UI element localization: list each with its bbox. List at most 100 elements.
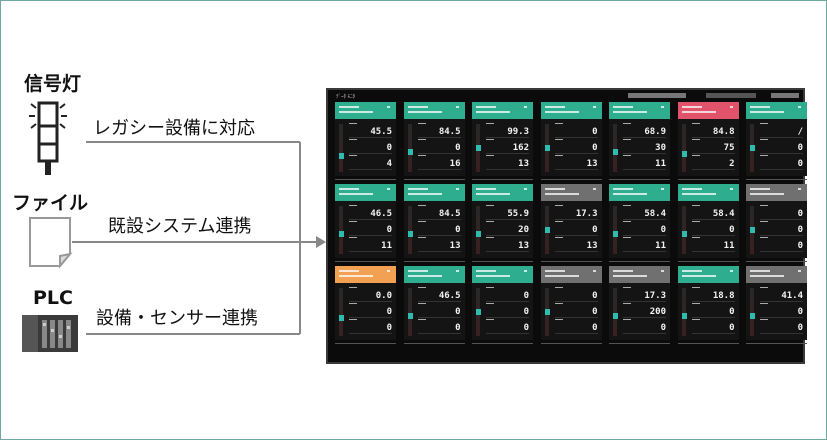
card-subtitle-line xyxy=(750,275,784,277)
card-row-divider xyxy=(349,137,392,138)
card-row-label-mark xyxy=(554,139,563,140)
card-level-track xyxy=(339,124,343,172)
card-level-marker xyxy=(544,227,550,233)
card-level-track xyxy=(613,206,617,254)
signal-tower-icon xyxy=(29,101,67,175)
card-close-icon xyxy=(798,188,801,190)
card-row-label-mark xyxy=(486,237,494,238)
card-level-marker xyxy=(339,153,344,160)
card-subtitle-line xyxy=(681,193,716,195)
card-row-divider xyxy=(349,317,392,318)
card-value: 58.4 xyxy=(712,209,735,219)
card-row-label-mark xyxy=(760,123,768,124)
card-status-header xyxy=(540,184,602,201)
card-status-header xyxy=(746,184,807,201)
card-value: 17.3 xyxy=(575,209,598,219)
card-value: 0 xyxy=(797,323,803,333)
card-value: 11 xyxy=(381,241,392,251)
card-row-divider xyxy=(417,235,461,236)
card-row-divider xyxy=(623,153,666,154)
card-row-label-mark xyxy=(417,221,426,222)
card-level-track xyxy=(681,288,686,336)
card-row-divider xyxy=(760,137,803,138)
card-title-line xyxy=(681,106,702,108)
card-level-marker xyxy=(544,309,550,315)
card-value: 0 xyxy=(386,143,392,153)
card-value: 13 xyxy=(518,159,529,169)
card-underline xyxy=(677,261,739,262)
card-subtitle-line xyxy=(681,111,716,113)
card-close-icon xyxy=(661,188,664,190)
card-value: 58.4 xyxy=(644,209,666,219)
card-row-divider xyxy=(554,169,598,170)
card-title-line xyxy=(476,270,496,272)
card-status-header xyxy=(472,102,533,119)
card-underline xyxy=(472,261,533,262)
card-level-marker xyxy=(613,231,618,238)
card-level-marker xyxy=(681,151,687,158)
card-subtitle-line xyxy=(407,111,442,113)
card-row-label-mark xyxy=(486,155,494,156)
card-close-icon xyxy=(729,270,733,272)
card-title-line xyxy=(407,106,428,108)
card-row-divider xyxy=(691,219,735,220)
card-row-label-mark xyxy=(417,319,426,320)
card-close-icon xyxy=(729,106,733,108)
card-row-divider xyxy=(417,333,461,334)
card-row-label-mark xyxy=(554,155,563,156)
card-row-label-mark xyxy=(554,123,563,124)
card-row-divider xyxy=(691,137,735,138)
card-row-divider xyxy=(691,153,735,154)
card-row-label-mark xyxy=(486,139,494,140)
card-level-marker xyxy=(681,313,687,320)
card-level-track xyxy=(407,206,412,254)
card-row-label-mark xyxy=(417,139,426,140)
card-level-marker xyxy=(750,227,755,233)
card-row-divider xyxy=(623,235,666,236)
card-row-label-mark xyxy=(623,287,631,288)
card-close-icon xyxy=(592,270,596,272)
card-value: 17.3 xyxy=(644,291,666,301)
card-level-marker xyxy=(476,145,481,151)
card-value: 0 xyxy=(729,307,735,317)
card-level-marker xyxy=(339,231,344,238)
card-row-label-mark xyxy=(554,205,563,206)
card-status-header xyxy=(746,266,807,283)
card-level-marker xyxy=(750,313,755,320)
card-status-header xyxy=(677,102,739,119)
card-row-divider xyxy=(760,219,803,220)
card-underline xyxy=(540,343,602,344)
card-close-icon xyxy=(455,106,459,108)
file-icon xyxy=(29,217,73,269)
card-level-marker xyxy=(407,149,413,156)
card-row-divider xyxy=(760,251,803,252)
card-subtitle-line xyxy=(613,111,647,113)
card-row-label-mark xyxy=(554,221,563,222)
card-status-header xyxy=(335,184,396,201)
card-value: 0 xyxy=(592,225,598,235)
card-title-line xyxy=(613,270,633,272)
card-row-label-mark xyxy=(486,303,494,304)
card-row-label-mark xyxy=(417,205,426,206)
